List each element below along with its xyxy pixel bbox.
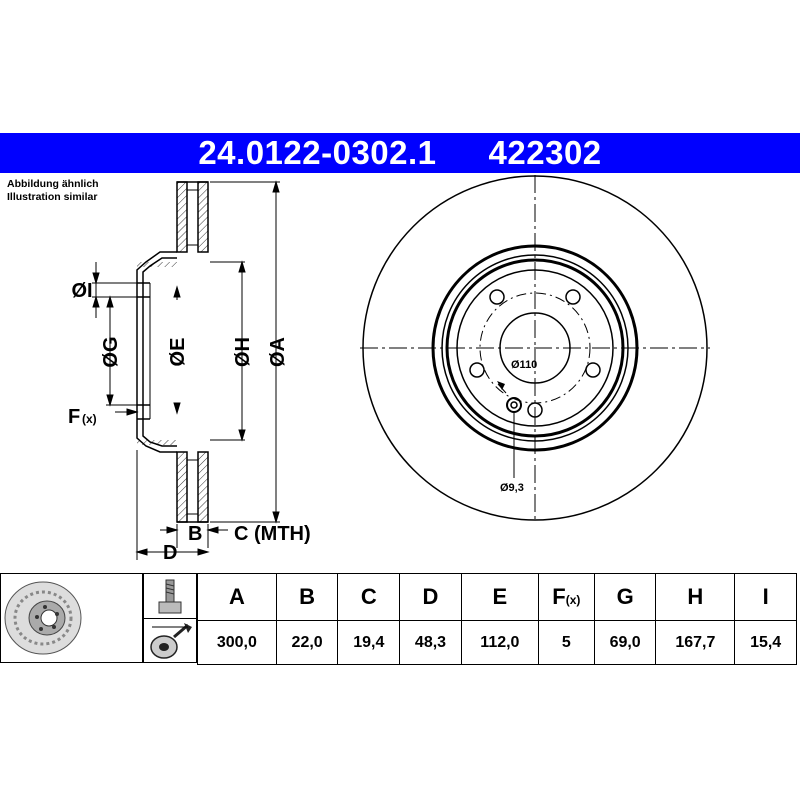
label-dia-g: ØG bbox=[100, 336, 122, 367]
reference-number: 422302 bbox=[488, 134, 602, 171]
value-f: 5 bbox=[537, 620, 595, 665]
brake-disc-icon bbox=[4, 581, 82, 655]
header-b: B bbox=[275, 573, 339, 621]
spec-value-row: 300,0 22,0 19,4 48,3 112,0 5 69,0 167,7 … bbox=[197, 620, 797, 665]
spec-table: A B C D E F(x) G H I 300,0 22,0 19,4 48,… bbox=[197, 573, 797, 665]
value-d: 48,3 bbox=[399, 620, 462, 665]
disc-section-view bbox=[136, 181, 209, 523]
header-a: A bbox=[197, 573, 277, 621]
value-e: 112,0 bbox=[460, 620, 539, 665]
value-h: 167,7 bbox=[655, 620, 736, 665]
wheel-hub-icon bbox=[150, 623, 192, 659]
label-pcd: Ø110 bbox=[511, 359, 537, 371]
note-line-de: Abbildung ähnlich bbox=[7, 178, 99, 190]
leader-arrow bbox=[497, 381, 505, 390]
label-b: B bbox=[188, 523, 202, 545]
disc-front-view bbox=[360, 175, 710, 522]
note-line-en: Illustration similar bbox=[7, 191, 98, 203]
bolt-icon-box bbox=[143, 573, 197, 619]
part-number: 24.0122-0302.1 bbox=[198, 134, 437, 171]
bolt-icon bbox=[158, 579, 182, 614]
value-i: 15,4 bbox=[734, 620, 797, 665]
header-f-letter: F bbox=[552, 584, 566, 609]
technical-drawing: ØI ØG ØE ØH ØA F (x) B C (MTH) D Ø11 bbox=[68, 175, 710, 564]
label-dia-i: ØI bbox=[71, 280, 92, 302]
label-d: D bbox=[163, 542, 177, 564]
value-c: 19,4 bbox=[337, 620, 401, 665]
side-view-labels: ØI ØG ØE ØH ØA F (x) B C (MTH) D bbox=[68, 280, 311, 564]
header-i: I bbox=[734, 573, 797, 621]
header-f-sub: (x) bbox=[565, 593, 581, 607]
header-f: F(x) bbox=[537, 573, 595, 621]
label-f-sub: (x) bbox=[82, 412, 97, 426]
header-g: G bbox=[593, 573, 657, 621]
label-hole-dia: Ø9,3 bbox=[500, 482, 524, 494]
illustration-note: Abbildung ähnlich Illustration similar bbox=[7, 178, 99, 204]
label-dia-h: ØH bbox=[232, 337, 254, 367]
value-g: 69,0 bbox=[593, 620, 657, 665]
wheel-icon-box bbox=[143, 618, 197, 663]
header-d: D bbox=[399, 573, 462, 621]
header-h: H bbox=[655, 573, 736, 621]
label-f: F bbox=[68, 406, 80, 428]
value-b: 22,0 bbox=[275, 620, 339, 665]
disc-image-box bbox=[0, 573, 143, 663]
header-banner: 24.0122-0302.1 422302 bbox=[0, 133, 800, 173]
label-c-mth: C (MTH) bbox=[234, 523, 311, 545]
side-dimension-lines bbox=[92, 180, 280, 560]
value-a: 300,0 bbox=[197, 620, 277, 665]
label-dia-a: ØA bbox=[267, 337, 289, 367]
header-e: E bbox=[460, 573, 539, 621]
header-c: C bbox=[337, 573, 401, 621]
spec-header-row: A B C D E F(x) G H I bbox=[197, 573, 797, 621]
label-dia-e: ØE bbox=[167, 338, 189, 367]
